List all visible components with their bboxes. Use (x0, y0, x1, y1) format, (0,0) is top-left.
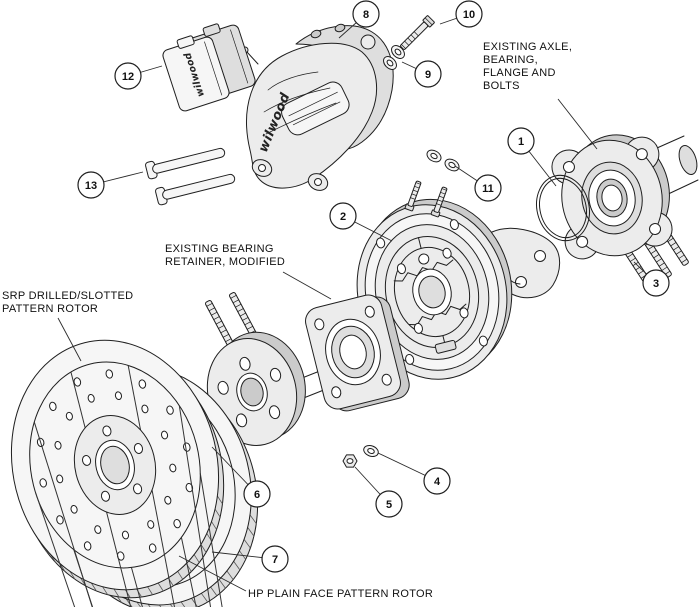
pad-clip-2 (155, 173, 236, 206)
callout-3-number: 3 (653, 278, 659, 290)
callout-10-number: 10 (463, 9, 475, 21)
callout-2-number: 2 (340, 211, 346, 223)
drilled-slotted-pattern (33, 365, 277, 607)
hp-rotor-note: HP PLAIN FACE PATTERN ROTOR (248, 588, 433, 600)
rotor-drilled (10, 339, 277, 607)
shoe-adjuster (434, 339, 457, 354)
washer-icon (424, 147, 444, 165)
callout-12: 12 (114, 62, 142, 90)
callout-8-number: 8 (363, 9, 369, 21)
flat-washers-11 (424, 147, 462, 174)
washer-icon (442, 156, 462, 174)
callout-2: 2 (329, 202, 357, 230)
callout-1: 1 (507, 127, 535, 155)
hat-bolt-holes (81, 425, 144, 502)
washer-icon (361, 443, 381, 459)
callout-1-number: 1 (518, 136, 524, 148)
retainer-note-leader (282, 271, 332, 300)
callout-7: 7 (261, 545, 289, 573)
hub-flange (206, 331, 306, 446)
callout-5: 5 (375, 490, 403, 518)
brake-pad-front: wilwood (162, 35, 230, 112)
callout-10: 10 (455, 0, 483, 28)
callout-11-number: 11 (482, 183, 494, 195)
callout-8: 8 (352, 0, 380, 28)
callout-3: 3 (642, 269, 670, 297)
callout-6: 6 (243, 480, 271, 508)
axle-oring (536, 174, 590, 242)
axle-note-leader (557, 98, 598, 150)
callout-9: 9 (414, 60, 442, 88)
callout-6-number: 6 (254, 489, 260, 501)
callout-4: 4 (423, 467, 451, 495)
pad-clip-1 (145, 147, 226, 180)
callout-9-number: 9 (425, 69, 431, 81)
mount-bolt-icon (398, 14, 436, 52)
retainer-nut-washer (342, 443, 381, 468)
backing-plate (356, 198, 513, 380)
bearing-retainer (305, 294, 410, 412)
callout-13: 13 (77, 171, 105, 199)
srp-rotor-note-leader (57, 317, 82, 362)
caliper: wilwood (241, 23, 394, 191)
axle-flange (551, 134, 673, 260)
callout-5-number: 5 (386, 499, 392, 511)
callout-7-number: 7 (272, 554, 278, 566)
callout-12-number: 12 (122, 71, 134, 83)
hp-rotor-note-leader (178, 555, 247, 592)
callout-4-number: 4 (434, 476, 441, 488)
inlet-fitting (360, 34, 376, 50)
callout-13-number: 13 (85, 180, 97, 192)
callout-11: 11 (474, 174, 502, 202)
shoe-anchor-pin (418, 253, 430, 265)
